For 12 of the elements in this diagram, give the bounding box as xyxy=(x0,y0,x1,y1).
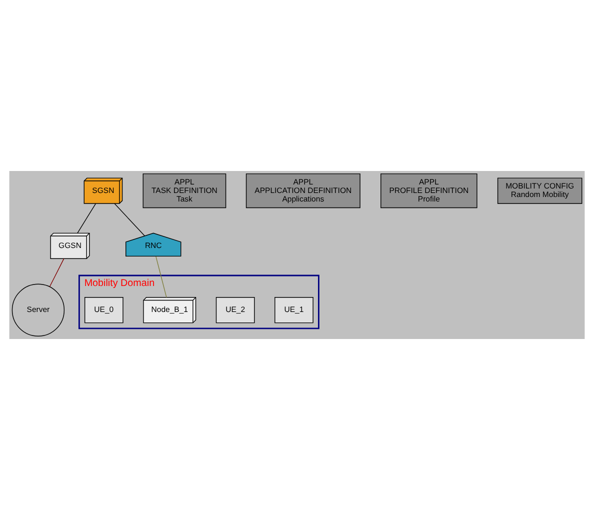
node-box: MOBILITY CONFIG Random Mobility xyxy=(497,177,582,204)
node-box: APPL TASK DEFINITION Task xyxy=(142,172,226,208)
connector xyxy=(77,202,96,233)
connector xyxy=(114,202,146,236)
connector xyxy=(49,258,64,286)
node-box: APPL PROFILE DEFINITION Profile xyxy=(380,172,478,208)
node-box: UE_0 xyxy=(84,296,124,323)
connector xyxy=(156,256,167,298)
node-box: UE_1 xyxy=(274,296,314,323)
node-box: UE_2 xyxy=(216,296,255,323)
node-circle: Server xyxy=(12,283,65,336)
node-box: APPL APPLICATION DEFINITION Applications xyxy=(246,172,360,208)
